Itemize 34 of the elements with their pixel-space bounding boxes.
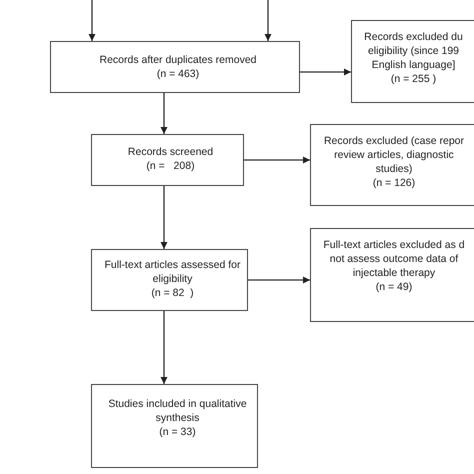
box-text: Records after duplicates removed — [100, 53, 256, 67]
arrow — [160, 311, 168, 384]
process-box — [91, 384, 258, 468]
arrow — [244, 156, 310, 164]
box-text: (n = 33) — [159, 425, 196, 439]
arrow — [300, 68, 351, 76]
box-text: review articles, diagnostic — [334, 148, 454, 162]
arrow — [248, 276, 310, 284]
box-text: (n = 49) — [376, 280, 412, 294]
process-box — [310, 124, 474, 206]
box-text: (n = 255 ) — [390, 72, 436, 86]
arrow — [160, 93, 168, 134]
box-text: studies) — [376, 162, 412, 176]
box-text: Full-text articles assessed for eligibility — [104, 258, 242, 286]
box-text: Full-text articles excluded as d — [323, 238, 465, 252]
box-text: (n = 82 ) — [151, 286, 194, 300]
box-text: Records excluded du — [364, 30, 463, 44]
box-text: Records excluded (case repor — [324, 134, 464, 148]
box-text: Studies included in qualitative synthesis — [107, 397, 248, 425]
box-text: eligibility (since 199 — [368, 44, 460, 58]
box-text: (n = 126) — [372, 176, 416, 190]
box-text: (n = 463) — [156, 67, 200, 81]
box-text: Records screened — [128, 145, 214, 159]
arrow — [264, 0, 272, 41]
box-text: English language] — [372, 58, 456, 72]
box-text: injectable therapy — [352, 266, 436, 280]
process-box — [91, 249, 248, 311]
arrow — [160, 186, 168, 249]
arrow — [88, 0, 96, 41]
process-box — [91, 134, 244, 186]
process-box — [310, 228, 474, 322]
box-text: (n = 208) — [146, 159, 195, 173]
box-text: not assess outcome data of — [330, 252, 458, 266]
process-box — [50, 41, 300, 93]
